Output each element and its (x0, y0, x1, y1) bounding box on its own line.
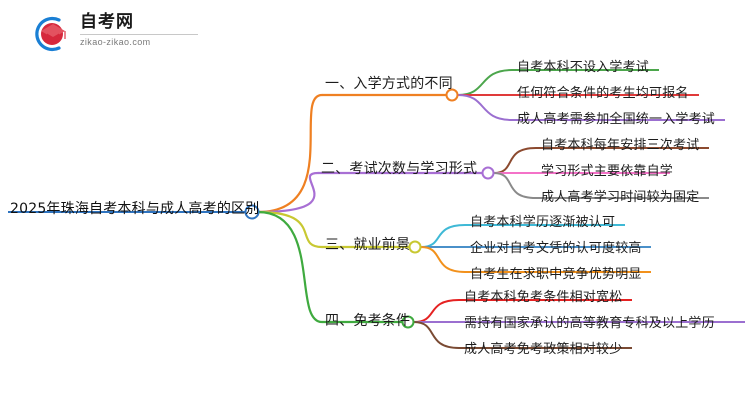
logo-title: 自考网 (80, 12, 134, 31)
leaf-label-2-3[interactable]: 成人高考学习时间较为固定 (541, 190, 700, 205)
branch-label-2[interactable]: 二、考试次数与学习形式 (321, 161, 478, 177)
leaf-label-1-3[interactable]: 成人高考需参加全国统一入学考试 (517, 112, 716, 127)
leaf-label-3-3[interactable]: 自考生在求职中竞争优势明显 (470, 267, 642, 282)
site-logo: 自考网 zikao-zikao.com (28, 10, 203, 58)
leaf-label-4-1[interactable]: 自考本科免考条件相对宽松 (464, 290, 623, 305)
logo-domain: zikao-zikao.com (80, 37, 151, 47)
branch-label-1[interactable]: 一、入学方式的不同 (325, 76, 453, 92)
branch-label-3[interactable]: 三、就业前景 (325, 237, 411, 253)
leaf-label-1-1[interactable]: 自考本科不设入学考试 (517, 60, 650, 75)
leaf-label-3-2[interactable]: 企业对自考文凭的认可度较高 (470, 241, 642, 256)
leaf-label-1-2[interactable]: 任何符合条件的考生均可报名 (517, 86, 689, 101)
logo-divider (80, 34, 198, 35)
leaf-label-2-1[interactable]: 自考本科每年安排三次考试 (541, 138, 700, 153)
leaf-label-4-2[interactable]: 需持有国家承认的高等教育专科及以上学历 (464, 316, 715, 331)
leaf-label-2-2[interactable]: 学习形式主要依靠自学 (541, 164, 674, 179)
branch-label-4[interactable]: 四、免考条件 (325, 313, 411, 329)
root-node-label[interactable]: 2025年珠海自考本科与成人高考的区别 (10, 201, 260, 217)
graduation-cap-icon (28, 14, 72, 54)
leaf-label-4-3[interactable]: 成人高考免考政策相对较少 (464, 342, 623, 357)
leaf-label-3-1[interactable]: 自考本科学历逐渐被认可 (470, 215, 616, 230)
